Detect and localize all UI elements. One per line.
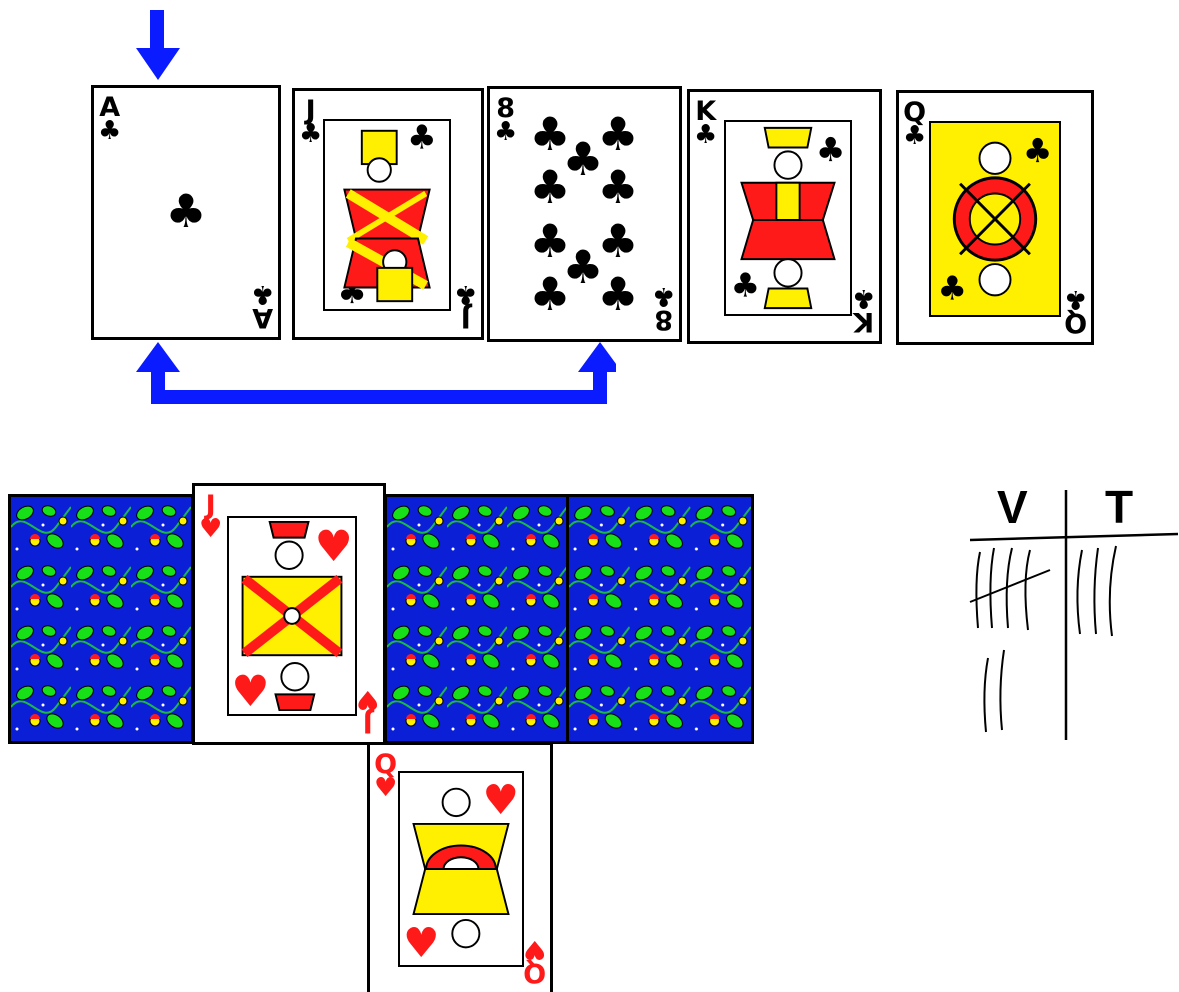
card-index-bottom: J ♣: [454, 281, 477, 331]
club-icon: ♣: [165, 188, 206, 234]
heart-icon: ♥: [523, 936, 546, 962]
club-icon: ♣: [597, 164, 638, 210]
card-jack-of-hearts[interactable]: J ♥ ♥ ♥ J ♥: [192, 483, 386, 745]
club-icon: ♣: [299, 121, 322, 147]
jack-portrait: ♥ ♥: [227, 516, 357, 716]
heart-icon: ♥: [374, 775, 397, 801]
club-icon: ♣: [694, 122, 717, 148]
card-king-of-clubs[interactable]: K ♣ ♣ ♣ K ♣: [687, 89, 882, 344]
card-back[interactable]: [8, 494, 194, 744]
club-icon: ♣: [529, 164, 570, 210]
card-index-top: 8 ♣: [494, 95, 517, 145]
svg-text:♣: ♣: [938, 268, 968, 307]
swap-arrow-icon: [136, 340, 616, 406]
club-icon: ♣: [597, 271, 638, 317]
club-icon: ♣: [494, 119, 517, 145]
svg-text:♥: ♥: [231, 667, 269, 714]
club-icon: ♣: [852, 285, 875, 311]
club-icon: ♣: [251, 281, 274, 307]
card-queen-of-clubs[interactable]: Q ♣ ♣ ♣ Q ♣: [896, 90, 1094, 345]
card-index-top: A ♣: [98, 94, 121, 144]
card-index-top: K ♣: [694, 98, 717, 148]
svg-text:♥: ♥: [482, 776, 518, 824]
tally-marks: [960, 490, 1179, 750]
club-icon: ♣: [1064, 286, 1087, 312]
svg-text:♣: ♣: [731, 265, 761, 304]
down-arrow-icon: [134, 10, 182, 82]
heart-icon: ♥: [199, 516, 222, 542]
card-index-bottom: J ♥: [356, 686, 379, 736]
card-index-bottom: Q ♣: [1064, 286, 1087, 336]
card-index-bottom: Q ♥: [523, 936, 546, 986]
card-back[interactable]: [566, 494, 754, 744]
card-index-top: J ♥: [199, 492, 222, 542]
card-index-top: Q ♥: [374, 751, 397, 801]
jack-portrait: ♣ ♣: [323, 119, 451, 311]
club-icon: ♣: [529, 271, 570, 317]
card-eight-of-clubs[interactable]: 8 ♣ ♣ ♣ ♣ ♣ ♣ ♣ ♣ ♣ ♣ ♣ 8 ♣: [487, 86, 682, 342]
card-index-bottom: K ♣: [852, 285, 875, 335]
card-ace-of-clubs[interactable]: A ♣ ♣ A ♣: [91, 85, 281, 340]
card-index-bottom: A ♣: [251, 281, 274, 331]
card-back[interactable]: [384, 494, 570, 744]
king-portrait: ♣ ♣: [724, 120, 852, 316]
card-queen-of-hearts[interactable]: Q ♥ ♥ ♥ Q ♥: [367, 742, 553, 992]
club-icon: ♣: [98, 118, 121, 144]
club-icon: ♣: [652, 283, 675, 309]
card-jack-of-clubs[interactable]: J ♣ ♣ ♣ J ♣: [292, 88, 484, 340]
svg-text:♥: ♥: [315, 522, 353, 572]
svg-text:♣: ♣: [1023, 131, 1053, 170]
svg-text:♣: ♣: [407, 121, 437, 156]
queen-portrait: ♣ ♣: [929, 121, 1061, 317]
queen-portrait: ♥ ♥: [398, 771, 524, 967]
club-icon: ♣: [454, 281, 477, 307]
svg-text:♥: ♥: [403, 919, 439, 965]
card-index-bottom: 8 ♣: [652, 283, 675, 333]
card-index-top: J ♣: [299, 97, 322, 147]
svg-text:♣: ♣: [816, 130, 846, 169]
club-icon: ♣: [903, 123, 926, 149]
heart-icon: ♥: [356, 686, 379, 712]
card-index-top: Q ♣: [903, 99, 926, 149]
